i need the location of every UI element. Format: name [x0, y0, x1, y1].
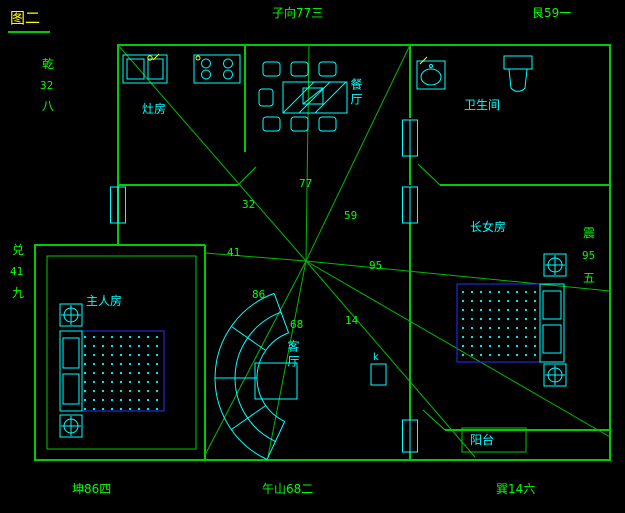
windows	[110, 119, 418, 453]
room-label-living: 客厅	[286, 340, 300, 370]
kitchen-faucet	[147, 53, 160, 61]
compass-left-top-char: 乾	[42, 57, 55, 71]
compass-right-mid-num: 95	[582, 249, 596, 262]
compass-left-top-char2: 八	[42, 99, 55, 113]
sector-number-nw: 32	[242, 198, 256, 211]
figure-underline	[8, 31, 50, 33]
sector-number-w: 41	[227, 246, 241, 259]
compass-top-center: 子向77三	[272, 6, 324, 20]
sector-number-s: 68	[290, 318, 304, 331]
daughter-bed	[456, 283, 565, 363]
compass-left-mid-num: 41	[10, 265, 24, 278]
room-label-daughter-room: 长女房	[470, 220, 507, 234]
room-label-balcony: 阳台	[470, 433, 495, 447]
sector-number-ne: 59	[344, 209, 358, 222]
room-label-kitchen: 灶房	[142, 102, 167, 116]
compass-left-mid-char2: 九	[12, 286, 25, 300]
stove-igniter	[195, 55, 201, 61]
toilet	[503, 55, 533, 92]
sofa	[214, 292, 290, 460]
sector-number-n: 77	[299, 177, 313, 190]
room-label-dining: 餐厅	[349, 78, 363, 108]
walls	[34, 44, 611, 461]
ceiling-lamp-icons	[59, 253, 567, 438]
sector-number-e: 95	[369, 259, 383, 272]
room-label-bathroom: 卫生间	[464, 98, 501, 112]
bathroom-basin	[416, 60, 446, 90]
inner-wall-master	[46, 255, 197, 450]
sector-number-sw: 86	[252, 288, 266, 301]
coffee-table	[254, 362, 298, 400]
kitchen-sink	[122, 54, 168, 84]
compass-top-right: 艮59一	[532, 6, 572, 20]
compass-right-mid-char2: 五	[583, 271, 596, 285]
compass-bottom-center: 午山68二	[262, 482, 314, 496]
floor-lamp	[370, 363, 387, 386]
master-bed	[59, 330, 165, 412]
compass-bottom-left: 坤86四	[72, 482, 112, 496]
door-leaves	[237, 163, 446, 431]
compass-rays	[117, 44, 611, 458]
dining-chairs	[258, 61, 337, 132]
dining-table	[282, 81, 348, 114]
kitchen-stove	[193, 54, 241, 84]
balcony-label-box	[461, 427, 527, 453]
room-label-master-room: 主人房	[86, 294, 123, 308]
basin-faucet	[419, 56, 428, 65]
lamp-annotation: k	[373, 352, 379, 363]
compass-right-mid-char: 震	[583, 226, 596, 240]
sector-number-se: 14	[345, 314, 359, 327]
figure-label: 图二	[10, 9, 41, 27]
compass-left-mid-char: 兑	[12, 243, 25, 257]
compass-bottom-right: 巽14六	[496, 482, 536, 496]
compass-left-top-num: 32	[40, 79, 54, 92]
